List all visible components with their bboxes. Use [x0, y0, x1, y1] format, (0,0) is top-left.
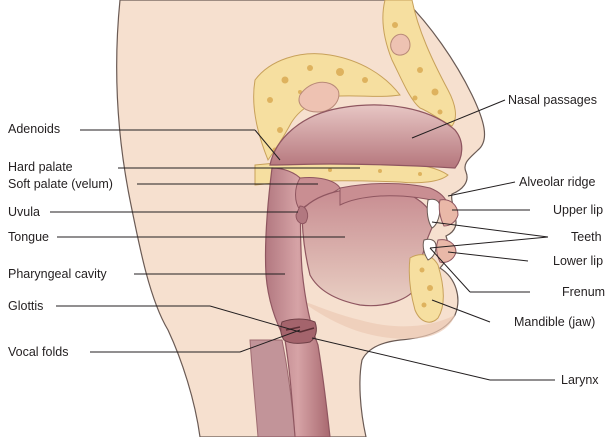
label-upper-lip: Upper lip — [553, 203, 603, 217]
sinus-cavity-2 — [391, 34, 410, 55]
label-tongue: Tongue — [8, 230, 49, 244]
label-hard-palate: Hard palate — [8, 160, 73, 174]
label-teeth: Teeth — [571, 230, 602, 244]
leader-lower-lip — [448, 252, 528, 261]
label-lower-lip: Lower lip — [553, 254, 603, 268]
label-pharyngeal-cavity: Pharyngeal cavity — [8, 267, 107, 281]
label-alveolar-ridge: Alveolar ridge — [519, 175, 595, 189]
label-adenoids: Adenoids — [8, 122, 60, 136]
label-mandible: Mandible (jaw) — [514, 315, 595, 329]
label-frenum: Frenum — [562, 285, 605, 299]
label-larynx: Larynx — [561, 373, 599, 387]
label-uvula: Uvula — [8, 205, 40, 219]
label-glottis: Glottis — [8, 299, 43, 313]
label-vocal-folds: Vocal folds — [8, 345, 68, 359]
label-soft-palate: Soft palate (velum) — [8, 177, 113, 191]
label-nasal-passages: Nasal passages — [508, 93, 597, 107]
